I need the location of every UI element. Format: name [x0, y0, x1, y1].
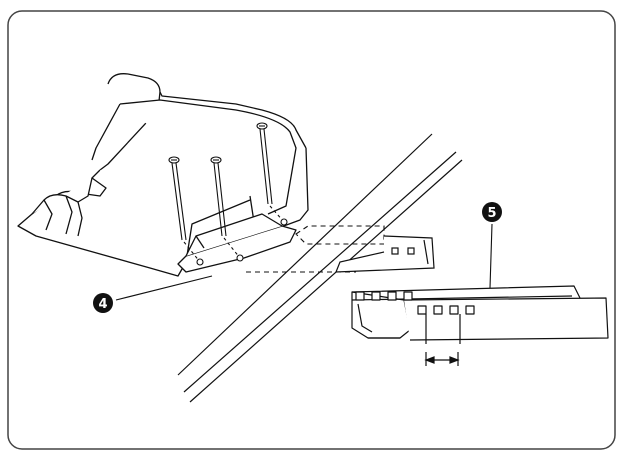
lower-rail	[351, 285, 609, 344]
callout-5: 5	[482, 202, 502, 222]
screws	[168, 122, 288, 266]
callout-5-number: 5	[487, 206, 496, 221]
callout-4-number: 4	[98, 297, 107, 312]
screw-right	[256, 122, 288, 226]
dimension-arrow	[424, 352, 460, 366]
callout-4: 4	[93, 293, 113, 313]
screw-middle	[210, 156, 244, 262]
leader-lines	[115, 223, 493, 301]
upper-rail	[335, 235, 435, 273]
screw-left	[168, 156, 204, 266]
bracket-plate	[17, 73, 309, 277]
rail-slots	[355, 291, 475, 315]
